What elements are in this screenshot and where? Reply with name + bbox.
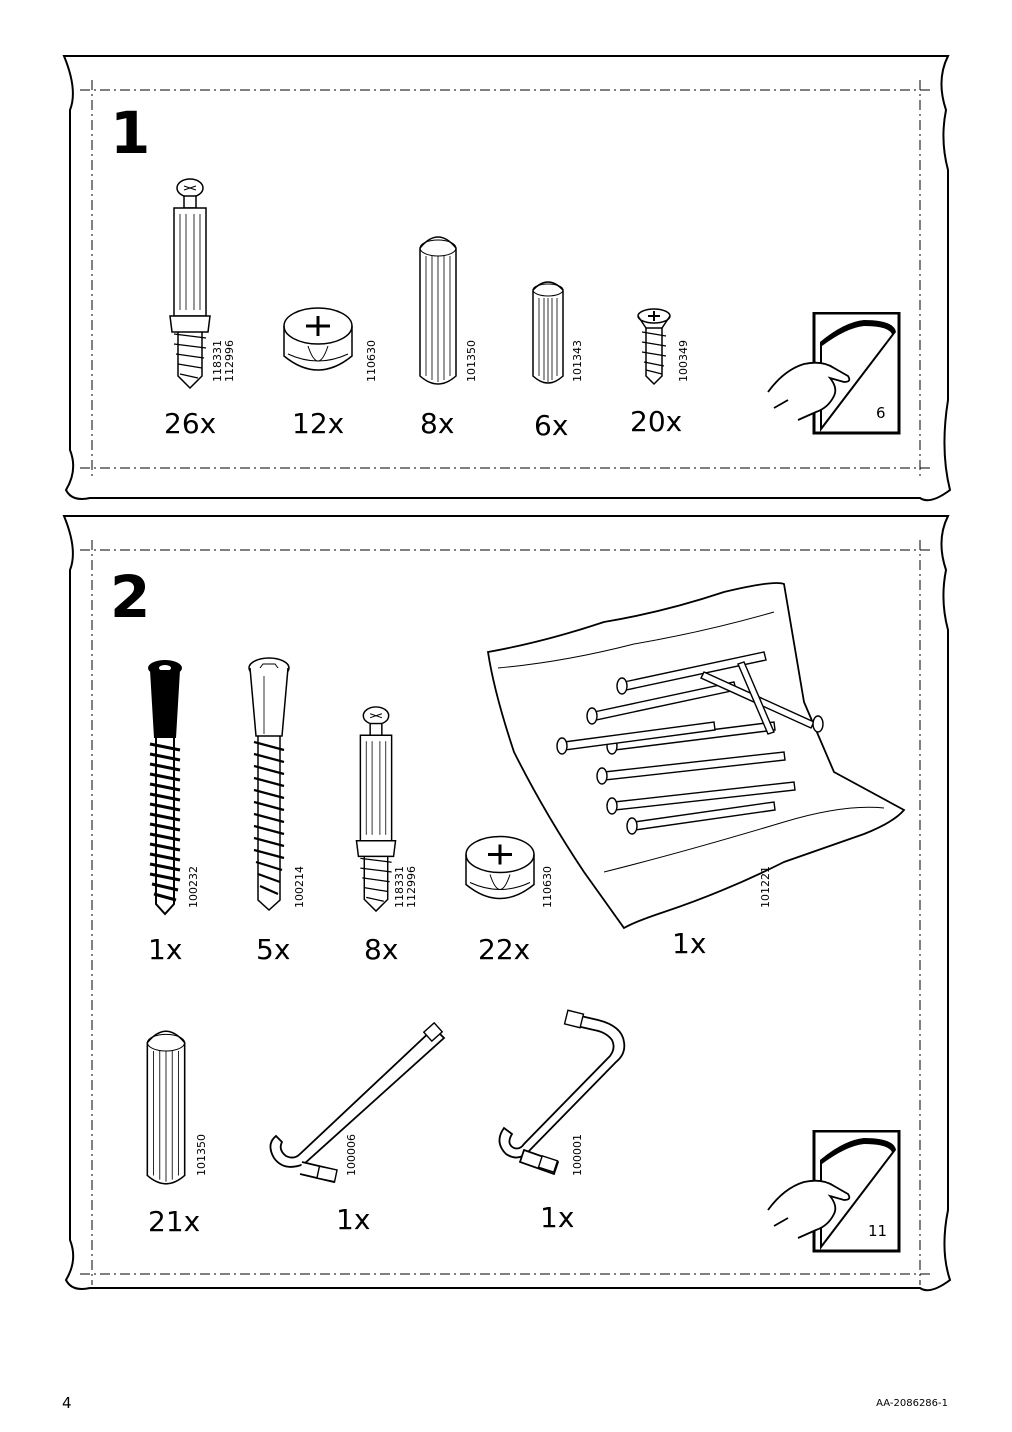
article-code: 100001 xyxy=(571,1134,584,1176)
bag-of-nails-icon xyxy=(486,582,906,930)
quantity-label: 5x xyxy=(256,933,291,966)
page-reference-number: 6 xyxy=(876,404,886,422)
quantity-label: 1x xyxy=(672,927,707,960)
document-id: AA-2086286-1 xyxy=(876,1398,948,1409)
small-wooden-dowel-icon xyxy=(532,281,564,384)
article-code: 100232 xyxy=(187,866,200,908)
small-allen-key-icon xyxy=(498,1009,626,1176)
large-allen-key-icon xyxy=(269,1022,446,1184)
wooden-dowel-icon xyxy=(146,1030,186,1185)
step-number: 2 xyxy=(110,563,151,631)
quantity-label: 20x xyxy=(630,405,683,438)
short-screw-icon xyxy=(637,308,671,386)
article-code: 100006 xyxy=(345,1134,358,1176)
quantity-label: 12x xyxy=(292,407,345,440)
step-number: 1 xyxy=(110,99,151,167)
cam-lock-nut-icon xyxy=(465,835,535,900)
page-reference-number: 11 xyxy=(868,1222,888,1240)
hardware-bag-2: 2 100232 1x 100214 5x xyxy=(0,510,1012,1300)
bag-outline xyxy=(62,55,952,502)
quantity-label: 21x xyxy=(148,1205,201,1238)
article-code: 100349 xyxy=(677,340,690,382)
article-code: 101350 xyxy=(465,340,478,382)
cam-lock-nut-icon xyxy=(283,307,353,371)
article-code: 101350 xyxy=(195,1134,208,1176)
cam-lock-dowel-icon xyxy=(355,706,397,913)
article-code: 110630 xyxy=(365,340,378,382)
black-long-screw-icon xyxy=(148,660,182,916)
article-code: 100214 xyxy=(293,866,306,908)
article-code: 101343 xyxy=(571,340,584,382)
page-reference: 6 xyxy=(764,311,904,436)
quantity-label: 26x xyxy=(164,407,217,440)
quantity-label: 6x xyxy=(534,409,569,442)
turn-page-icon xyxy=(767,1129,901,1253)
article-code: 101221 xyxy=(759,866,772,908)
quantity-label: 8x xyxy=(420,407,455,440)
quantity-label: 22x xyxy=(478,933,531,966)
page-reference: 11 xyxy=(764,1129,904,1254)
hex-socket-screw-icon xyxy=(248,657,290,912)
quantity-label: 1x xyxy=(540,1201,575,1234)
wooden-dowel-icon xyxy=(419,236,457,385)
quantity-label: 1x xyxy=(148,933,183,966)
quantity-label: 8x xyxy=(364,933,399,966)
page-number: 4 xyxy=(62,1394,72,1412)
turn-page-icon xyxy=(767,311,901,435)
cam-lock-dowel-icon xyxy=(169,178,211,390)
quantity-label: 1x xyxy=(336,1203,371,1236)
